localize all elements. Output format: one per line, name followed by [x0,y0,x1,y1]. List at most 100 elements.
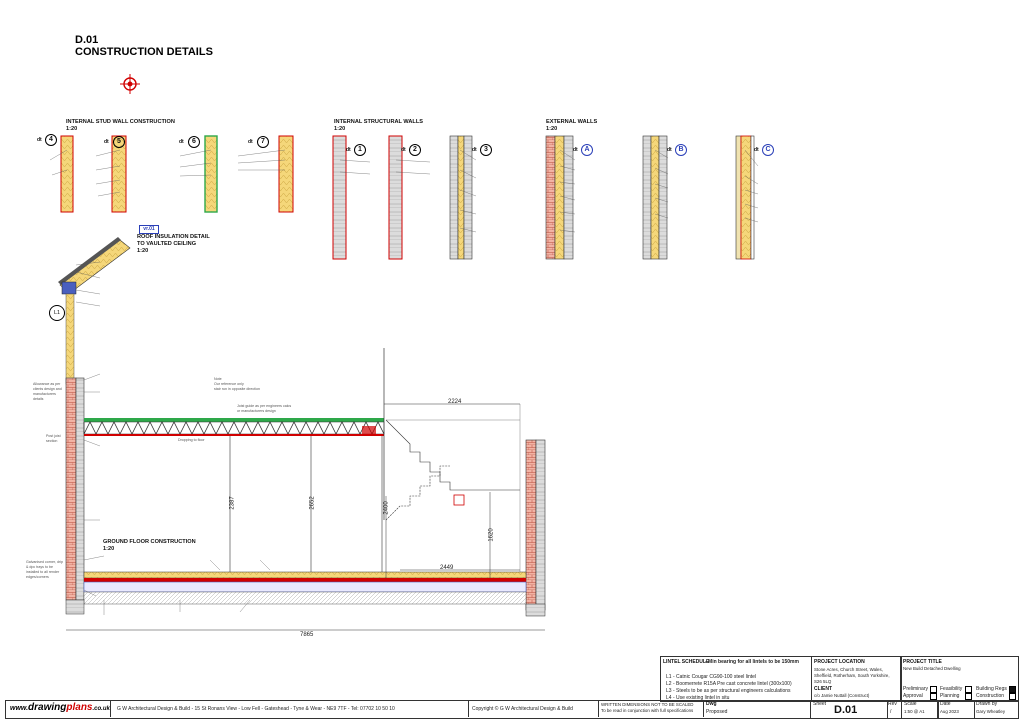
external-wall-a [545,135,574,260]
external-walls-title: EXTERNAL WALLS [546,119,598,125]
wall-tag-c: C [762,144,774,156]
client-label: CLIENT [814,686,833,692]
date-value: Aug 2023 [940,709,959,714]
tag-prefix: dt [573,147,578,153]
wall-tag-6: 6 [188,136,200,148]
status-construction-checkbox[interactable] [1009,693,1016,700]
rev-value: / [890,709,892,715]
wall-tag-a: A [581,144,593,156]
project-location-label: PROJECT LOCATION [814,659,865,665]
footer-strip [5,700,1019,719]
sheet-value: D.01 [834,704,858,716]
lintel-tag-l1: L1 [49,305,65,321]
drawn-value: Gary Wheatley [976,709,1006,714]
project-location-line-1: Stone Acres, Church Street, Wales, [814,667,883,672]
ground-floor-title: GROUND FLOOR CONSTRUCTION [103,539,196,545]
wall-tag-4: 4 [45,134,57,146]
disclaimer-line-2: To be read in conjunction with full spec… [601,708,694,713]
project-title-box [900,656,1019,702]
engineer-note-2: or manufacturers design [237,409,276,413]
logo-accent: plans [66,702,93,713]
external-wall-b [642,135,668,260]
lintel-item-3: L3 - Steels to be as per structural engi… [666,688,791,694]
ground-floor-scale: 1:20 [103,546,115,552]
dimension-2449: 2449 [440,565,454,571]
roof-detail-scale: 1:20 [137,248,149,254]
note-line-1: Our reference only [214,382,244,386]
status-building-regs-label: Building Regs [976,686,1007,692]
status-construction-label: Construction [976,693,1005,699]
galv-note-3: installed to all render [26,570,60,574]
post-note: Post joist [46,434,61,438]
dimension-2400: 2400 [383,501,390,515]
client-value: c/o Jamie Nuttall (Construct) [814,693,870,698]
status-approval-checkbox[interactable] [930,693,937,700]
structural-wall-2 [388,135,403,260]
tag-prefix: dt [667,147,672,153]
lintel-item-1: L1 - Catnic Cougar CG90-100 steel lintel [666,674,757,680]
logo-main: drawing [28,702,67,713]
disclaimer-line-1: WRITTEN DIMENSIONS NOT TO BE SCALED [601,702,694,707]
logo-prefix: www. [10,705,29,712]
eaves-note-4: details [33,397,44,401]
project-location-box [811,656,902,702]
galv-note: Galvanised corner, drip [26,560,63,564]
target-symbol [120,74,140,94]
roof-detail-ref: vr.01 [139,225,159,234]
external-wall-c [735,135,755,260]
sheet-label: Sheet [813,701,827,707]
company-cell [110,700,469,717]
roof-detail-title: ROOF INSULATION DETAIL [137,234,210,240]
eaves-note-3: manufacturers [33,392,56,396]
tag-prefix: dt [104,139,109,145]
company-details: G W Architectural Design & Build - 15 St… [117,706,395,712]
lintel-schedule-note: - Min bearing for all lintels to be 150m… [705,659,799,665]
stud-walls-scale: 1:20 [66,126,78,132]
lintel-item-4: L4 - Use existing lintel in situ [666,695,730,701]
stud-walls-title: INTERNAL STUD WALL CONSTRUCTION [66,119,175,125]
wall-tag-5: 5 [113,136,125,148]
structural-walls-title: INTERNAL STRUCTURAL WALLS [334,119,423,125]
tag-prefix: dt [37,137,42,143]
galv-note-4: edges/corners [26,575,49,579]
status-preliminary-checkbox[interactable] [930,686,937,693]
external-walls-scale: 1:20 [546,126,558,132]
date-cell [937,700,975,719]
status-feasibility-checkbox[interactable] [965,686,972,693]
stud-wall-4 [60,135,74,213]
tag-prefix: dt [472,147,477,153]
status-building-regs-checkbox[interactable] [1009,686,1016,693]
scale-cell [901,700,939,719]
status-planning-checkbox[interactable] [965,693,972,700]
tag-prefix: dt [346,147,351,153]
scale-label: Scale [904,701,917,707]
dimension-2224: 2224 [448,399,462,405]
status-preliminary-label: Preliminary [903,686,929,692]
note-line-2: stair run in opposite direction [214,387,260,391]
wall-tag-2: 2 [409,144,421,156]
stud-wall-6 [204,135,218,213]
stud-wall-7 [278,135,294,213]
wall-tag-7: 7 [257,136,269,148]
logo: www.drawingplans.co.uk [10,702,110,713]
status-planning-label: Planning [940,693,960,699]
drawn-label: Drawn by [976,701,998,707]
project-title-value: New Build Detached Dwelling [903,666,961,671]
tag-prefix: dt [401,147,406,153]
dwg-value: Proposed [706,709,728,715]
dimension-1620: 1620 [488,528,495,542]
structural-walls-scale: 1:20 [334,126,346,132]
dimension-2387: 2387 [229,496,236,510]
sheet-cell [810,700,888,719]
lintel-item-2: L2 - Boomerrete R15A Pre cast concrete l… [666,681,792,687]
rev-label: Rev [888,701,897,707]
project-location-line-3: S26 5LQ [814,679,832,684]
scale-value: 1:50 @ A1 [904,709,925,714]
dimension-2652: 2652 [309,496,316,510]
lintel-schedule-title: LINTEL SCHEDULE [663,659,710,665]
dwg-label: Dwg [706,701,717,707]
engineer-note: Joist guide as per engineers calcs [237,404,292,408]
eaves-note-2: clients design and [33,387,62,391]
date-label: Date [940,701,951,707]
